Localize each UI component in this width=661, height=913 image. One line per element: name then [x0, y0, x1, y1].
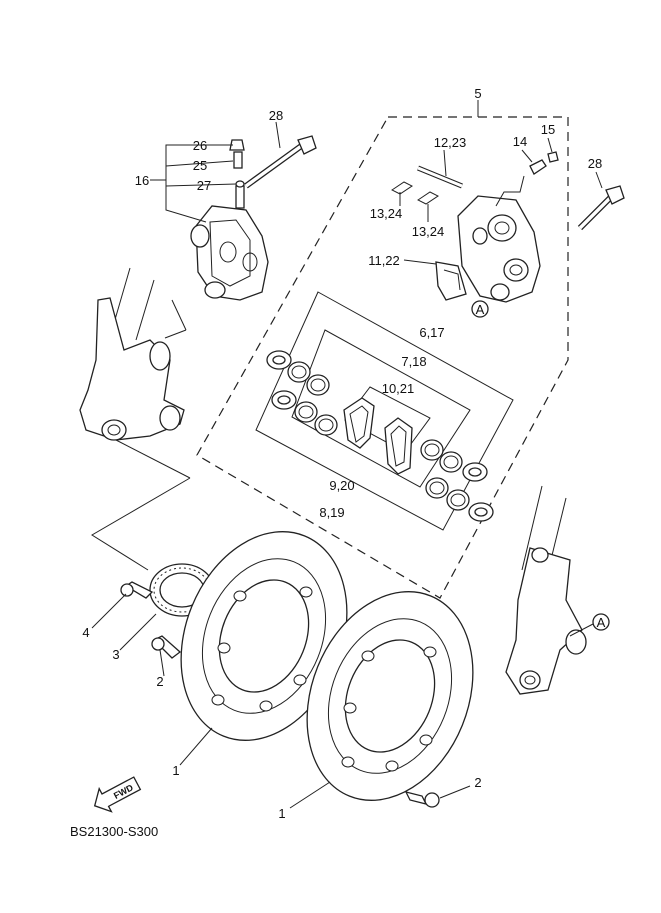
callout-28-left: 28: [269, 108, 283, 123]
leader-lines: [91, 100, 603, 809]
callout-25: 25: [193, 158, 207, 173]
callout-7-18: 7,18: [401, 354, 426, 369]
callout-8-19: 8,19: [319, 505, 344, 520]
pad-kit-outline: [291, 329, 471, 488]
callout-9-20: 9,20: [329, 478, 354, 493]
callout-1-left: 1: [172, 763, 179, 778]
callout-16: 16: [135, 173, 149, 188]
callout-13-24-b: 13,24: [412, 224, 445, 239]
seal-rings-right: [420, 439, 494, 522]
ref-a-label-1: A: [476, 302, 485, 317]
fwd-arrow: FWD: [93, 776, 142, 813]
reference-marker-a-caliper: A: [471, 300, 489, 318]
callout-28-right: 28: [588, 156, 602, 171]
callout-12-23: 12,23: [434, 135, 467, 150]
right-fork-leg: [505, 485, 587, 695]
pad-pin-and-clips: [391, 165, 467, 301]
seal-kit-outline: [255, 291, 514, 531]
caliper-bolt-left: [244, 135, 317, 189]
callout-5: 5: [474, 86, 481, 101]
brake-pads: [343, 397, 413, 475]
callout-11-22: 11,22: [368, 253, 400, 268]
caliper-bolt-right: [577, 185, 625, 231]
brake-disc-right: [306, 591, 474, 801]
callout-27: 27: [197, 178, 211, 193]
diagram-code: BS21300-S300: [70, 824, 158, 839]
bleeder-screw-right: [529, 151, 559, 175]
caliper-assembly-dashed-boundary: [196, 116, 569, 599]
callout-10-21: 10,21: [382, 381, 415, 396]
callout-15: 15: [541, 122, 555, 137]
callout-14: 14: [513, 134, 527, 149]
callout-6-17: 6,17: [419, 325, 444, 340]
reference-marker-a-fork: A: [569, 613, 610, 637]
ref-a-label-2: A: [597, 615, 606, 630]
callout-2-left: 2: [156, 674, 163, 689]
brake-disc-left: [180, 531, 348, 741]
callout-13-24-a: 13,24: [370, 206, 403, 221]
left-fork-leg: [79, 267, 185, 441]
callout-1-right: 1: [278, 806, 285, 821]
right-brake-caliper: [457, 195, 541, 303]
callout-3: 3: [112, 647, 119, 662]
left-brake-caliper: [190, 185, 269, 301]
bleeder-parts: [229, 139, 245, 188]
callout-2-right: 2: [474, 775, 481, 790]
disc-bolts: [120, 581, 440, 808]
callout-4: 4: [82, 625, 89, 640]
callout-26: 26: [193, 138, 207, 153]
seal-rings-left: [266, 350, 338, 436]
